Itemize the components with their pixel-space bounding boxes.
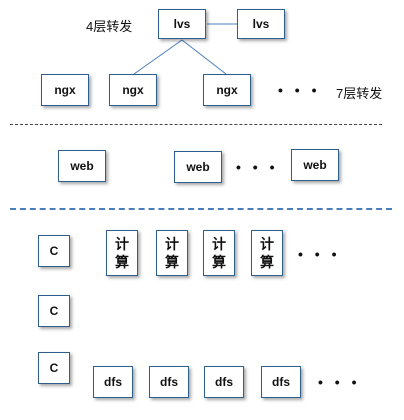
c-box-2: C: [38, 295, 70, 327]
compute-box-4: 计 算: [251, 230, 283, 276]
c-box-1: C: [38, 235, 70, 267]
dfs-box-2: dfs: [149, 366, 189, 398]
compute-bottom-4: 算: [260, 254, 274, 270]
compute-bottom-3: 算: [212, 254, 226, 270]
compute-bottom-1: 算: [115, 254, 129, 270]
lvs-box-1: lvs: [158, 9, 206, 39]
layer7-label: 7层转发: [336, 86, 383, 101]
ngx-ellipsis: • • •: [278, 82, 321, 98]
compute-ellipsis: • • •: [298, 246, 341, 262]
lvs-ngx-line-1: [133, 39, 183, 75]
web-ellipsis: • • •: [236, 159, 279, 175]
web-box-3: web: [291, 149, 339, 181]
compute-box-3: 计 算: [203, 230, 235, 276]
compute-top-2: 计: [165, 236, 179, 252]
compute-top-4: 计: [260, 236, 274, 252]
compute-top-3: 计: [212, 236, 226, 252]
compute-box-1: 计 算: [106, 230, 138, 276]
lvs-box-2: lvs: [237, 9, 285, 39]
compute-top-1: 计: [115, 236, 129, 252]
web-box-1: web: [58, 150, 106, 182]
ngx-box-3: ngx: [203, 74, 251, 106]
layer4-label: 4层转发: [86, 19, 133, 34]
separator-dashed: [10, 124, 382, 125]
dfs-box-1: dfs: [93, 366, 133, 398]
compute-box-2: 计 算: [156, 230, 188, 276]
c-box-3: C: [38, 352, 70, 384]
dfs-ellipsis: • • •: [318, 374, 361, 390]
web-box-2: web: [174, 151, 222, 183]
separator-blue-dashed: [10, 208, 392, 210]
ngx-box-2: ngx: [109, 74, 157, 106]
ngx-box-1: ngx: [41, 74, 89, 106]
dfs-box-4: dfs: [261, 366, 301, 398]
lvs-ngx-line-2: [181, 39, 227, 75]
compute-bottom-2: 算: [165, 254, 179, 270]
dfs-box-3: dfs: [204, 366, 244, 398]
